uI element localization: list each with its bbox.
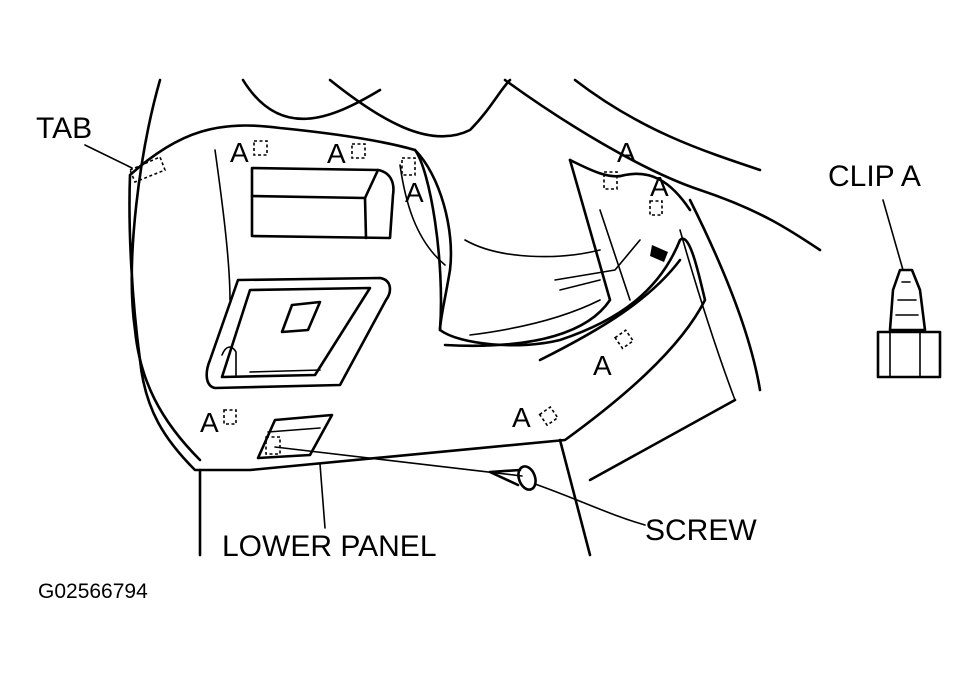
svg-text:A: A [327, 138, 346, 169]
clip-marker-5: A [649, 171, 669, 216]
svg-text:A: A [593, 350, 612, 381]
clip-marker-3: A [401, 157, 424, 208]
clip-marker-9 [265, 436, 281, 455]
clip-marker-4: A [603, 137, 636, 190]
upper-switch-opening [250, 166, 395, 240]
screw-label: SCREW [645, 514, 757, 547]
svg-text:A: A [200, 407, 219, 438]
clip-marker-6: A [593, 329, 635, 381]
clip-a-detail: CLIP A [828, 160, 942, 379]
lower-panel-label: LOWER PANEL [222, 530, 437, 563]
clip-marker-8: A [200, 407, 237, 438]
svg-text:A: A [230, 137, 249, 168]
svg-text:A: A [405, 177, 424, 208]
tab-indicator: TAB [36, 112, 167, 184]
dashboard-outline [130, 78, 822, 557]
lower-panel-body [128, 124, 707, 472]
lower-panel-leader: LOWER PANEL [222, 463, 437, 563]
figure-id: G02566794 [38, 580, 148, 603]
clip-marker-7: A [512, 402, 559, 433]
lower-recess [256, 413, 334, 460]
clip-marker-1: A [230, 137, 268, 168]
screw: SCREW [274, 446, 757, 547]
clip-marker-2: A [327, 138, 366, 169]
svg-text:A: A [650, 171, 669, 202]
svg-text:A: A [617, 137, 636, 168]
lower-vent-opening [205, 276, 392, 390]
tab-label: TAB [36, 112, 92, 145]
clip-a-label: CLIP A [828, 160, 921, 193]
clip-markers: A A A A A A A A [200, 137, 669, 455]
svg-text:A: A [512, 402, 531, 433]
